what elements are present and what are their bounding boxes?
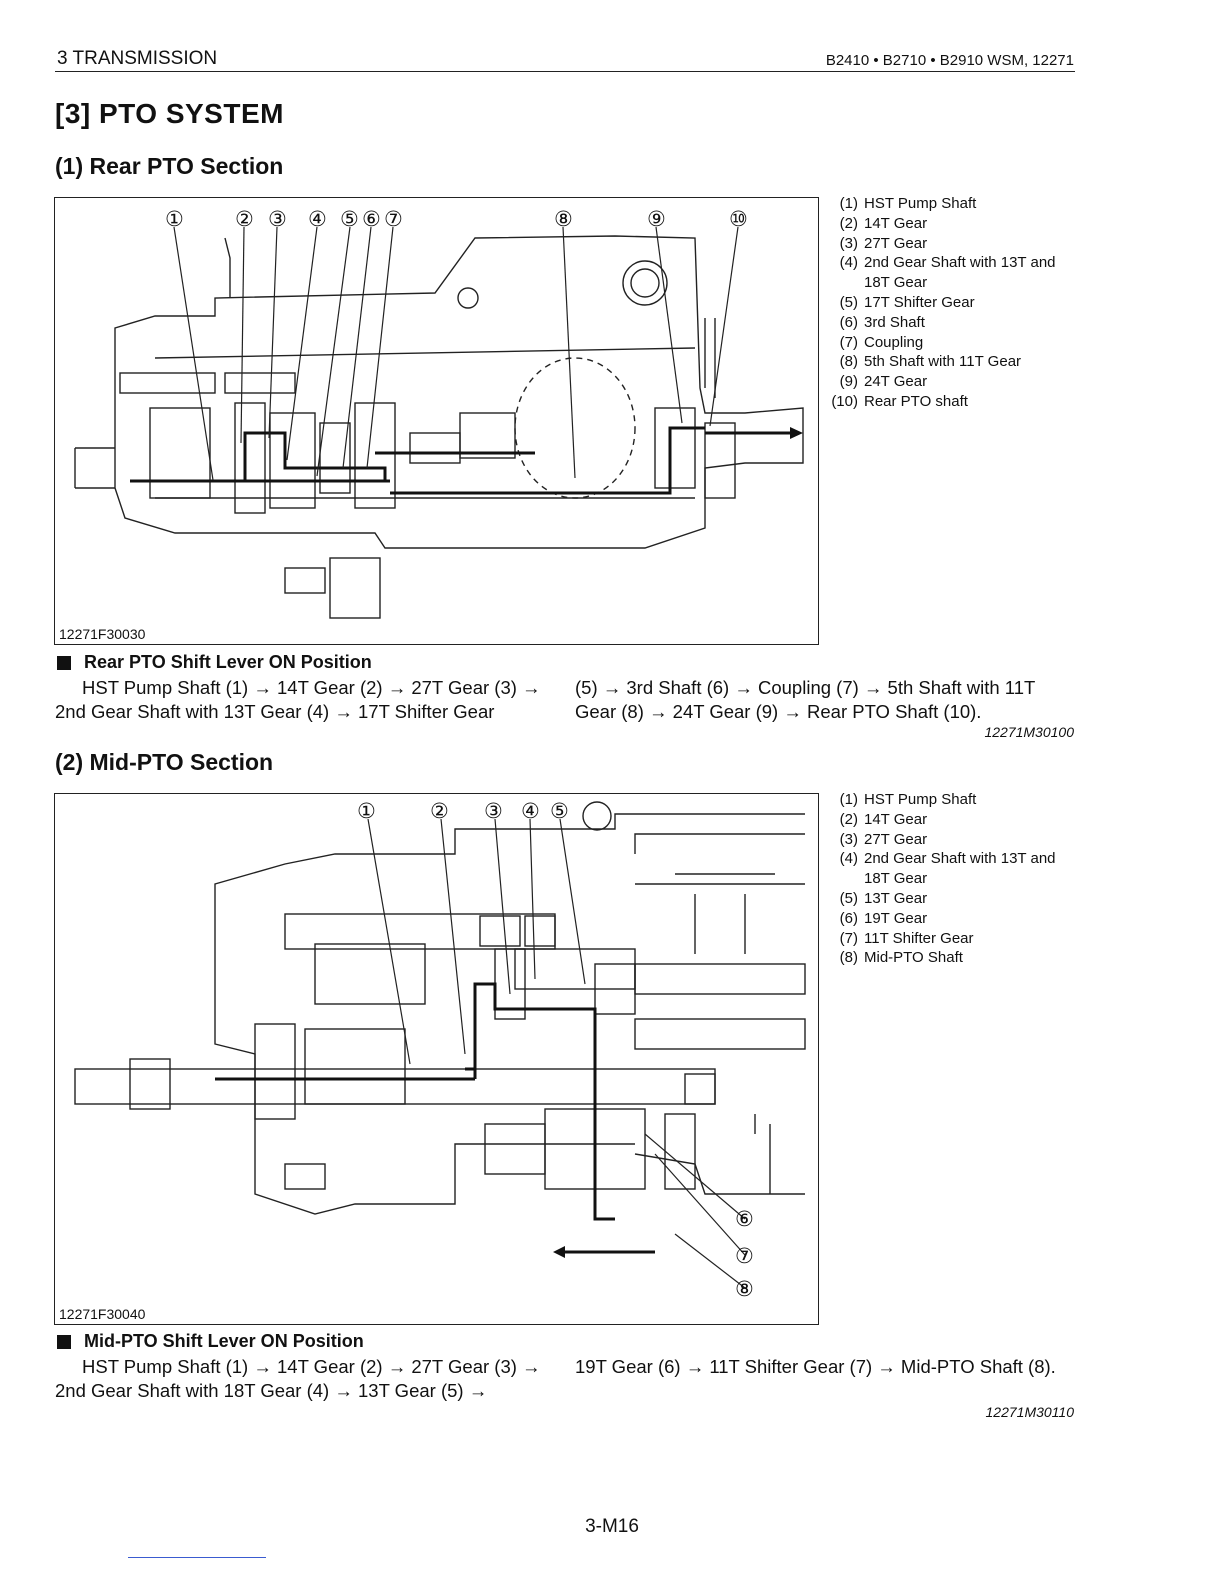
mid-callout-5: ⑤ [550,799,569,823]
rear-reference-code: 12271M30100 [984,724,1074,740]
bullet-square [57,1334,71,1349]
legend-item: (8)5th Shaft with 11T Gear [839,353,1022,371]
legend-item: (3)27T Gear [839,234,928,252]
mid-reference-code: 12271M30110 [985,1404,1074,1420]
header-rule [55,71,1075,72]
rear-figure-id: 12271F30030 [59,626,146,642]
legend-item: (9)24T Gear [839,373,928,391]
rear-callout-4: ④ [308,207,327,231]
rear-callout-2: ② [235,207,254,231]
mid-callout-7: ⑦ [735,1244,754,1268]
mid-description-right: 19T Gear (6) → 11T Shifter Gear (7) → Mi… [575,1356,1056,1377]
legend-item: (2)14T Gear [839,214,928,232]
legend-item: 18T Gear [864,870,928,888]
legend-item: 18T Gear [864,274,928,292]
legend-item: (4)2nd Gear Shaft with 13T and [839,850,1056,868]
legend-item: (6)19T Gear [839,909,928,927]
rear-pto-cross-section-drawing: ① ② ③ ④ ⑤ ⑥ ⑦ ⑧ ⑨ ⑩ [74,207,804,619]
rear-description-right: (5) → 3rd Shaft (6) → Coupling (7) → 5th… [575,677,1035,722]
mid-callout-4: ④ [521,799,540,823]
mid-pto-figure: ① ② ③ ④ ⑤ ⑥ ⑦ ⑧ 12271F30040 [54,793,819,1325]
legend-item: (5)17T Shifter Gear [839,293,975,311]
legend-item: (10)Rear PTO shaft [831,392,968,410]
rear-callout-9: ⑨ [647,207,666,231]
mid-callout-2: ② [430,799,449,823]
mid-callout-3: ③ [484,799,503,823]
rear-lever-heading: Rear PTO Shift Lever ON Position [57,652,372,673]
rear-legend: (1)HST Pump Shaft (2)14T Gear (3)27T Gea… [820,194,1080,412]
mid-callout-6: ⑥ [735,1207,754,1231]
legend-item: (2)14T Gear [839,810,928,828]
section-header: 3 TRANSMISSION [57,48,218,69]
rear-callout-7: ⑦ [384,207,403,231]
legend-item: (4)2nd Gear Shaft with 13T and [839,254,1056,272]
rear-callout-8: ⑧ [554,207,573,231]
legend-item: (3)27T Gear [839,830,928,848]
page-title: [3] PTO SYSTEM [55,98,284,129]
mid-lever-heading-text: Mid-PTO Shift Lever ON Position [84,1331,364,1351]
rear-callout-3: ③ [268,207,287,231]
legend-item: (6)3rd Shaft [839,313,925,331]
rear-callout-6: ⑥ [362,207,381,231]
mid-legend: (1)HST Pump Shaft (2)14T Gear (3)27T Gea… [820,790,1080,968]
legend-item: (7)11T Shifter Gear [839,929,974,947]
mid-figure-id: 12271F30040 [59,1306,146,1322]
legend-item: (1)HST Pump Shaft [839,791,977,808]
rear-description-left: HST Pump Shaft (1) → 14T Gear (2) → 27T … [55,677,541,722]
mid-callout-8: ⑧ [735,1277,754,1301]
rear-callout-5: ⑤ [340,207,359,231]
manual-reference: B2410 • B2710 • B2910 WSM, 12271 [825,52,1074,69]
mid-callout-1: ① [357,799,376,823]
rear-lever-heading-text: Rear PTO Shift Lever ON Position [84,652,372,672]
rear-pto-heading: (1) Rear PTO Section [55,153,284,179]
bullet-square [57,655,71,670]
legend-item: (8)Mid-PTO Shaft [839,949,963,967]
legend-item: (1)HST Pump Shaft [839,195,977,212]
mid-pto-cross-section-drawing: ① ② ③ ④ ⑤ ⑥ ⑦ ⑧ [74,799,806,1301]
page-number: 3-M16 [585,1516,639,1537]
mid-pto-heading: (2) Mid-PTO Section [55,749,274,775]
footer-line [128,1557,266,1558]
legend-item: (5)13T Gear [839,889,928,907]
mid-lever-heading: Mid-PTO Shift Lever ON Position [57,1331,364,1352]
rear-callout-1: ① [165,207,184,231]
rear-callout-10: ⑩ [729,207,748,231]
rear-pto-figure: ① ② ③ ④ ⑤ ⑥ ⑦ ⑧ ⑨ ⑩ 12271F30030 [54,197,819,645]
legend-item: (7)Coupling [839,333,924,351]
mid-description-left: HST Pump Shaft (1) → 14T Gear (2) → 27T … [55,1356,541,1401]
